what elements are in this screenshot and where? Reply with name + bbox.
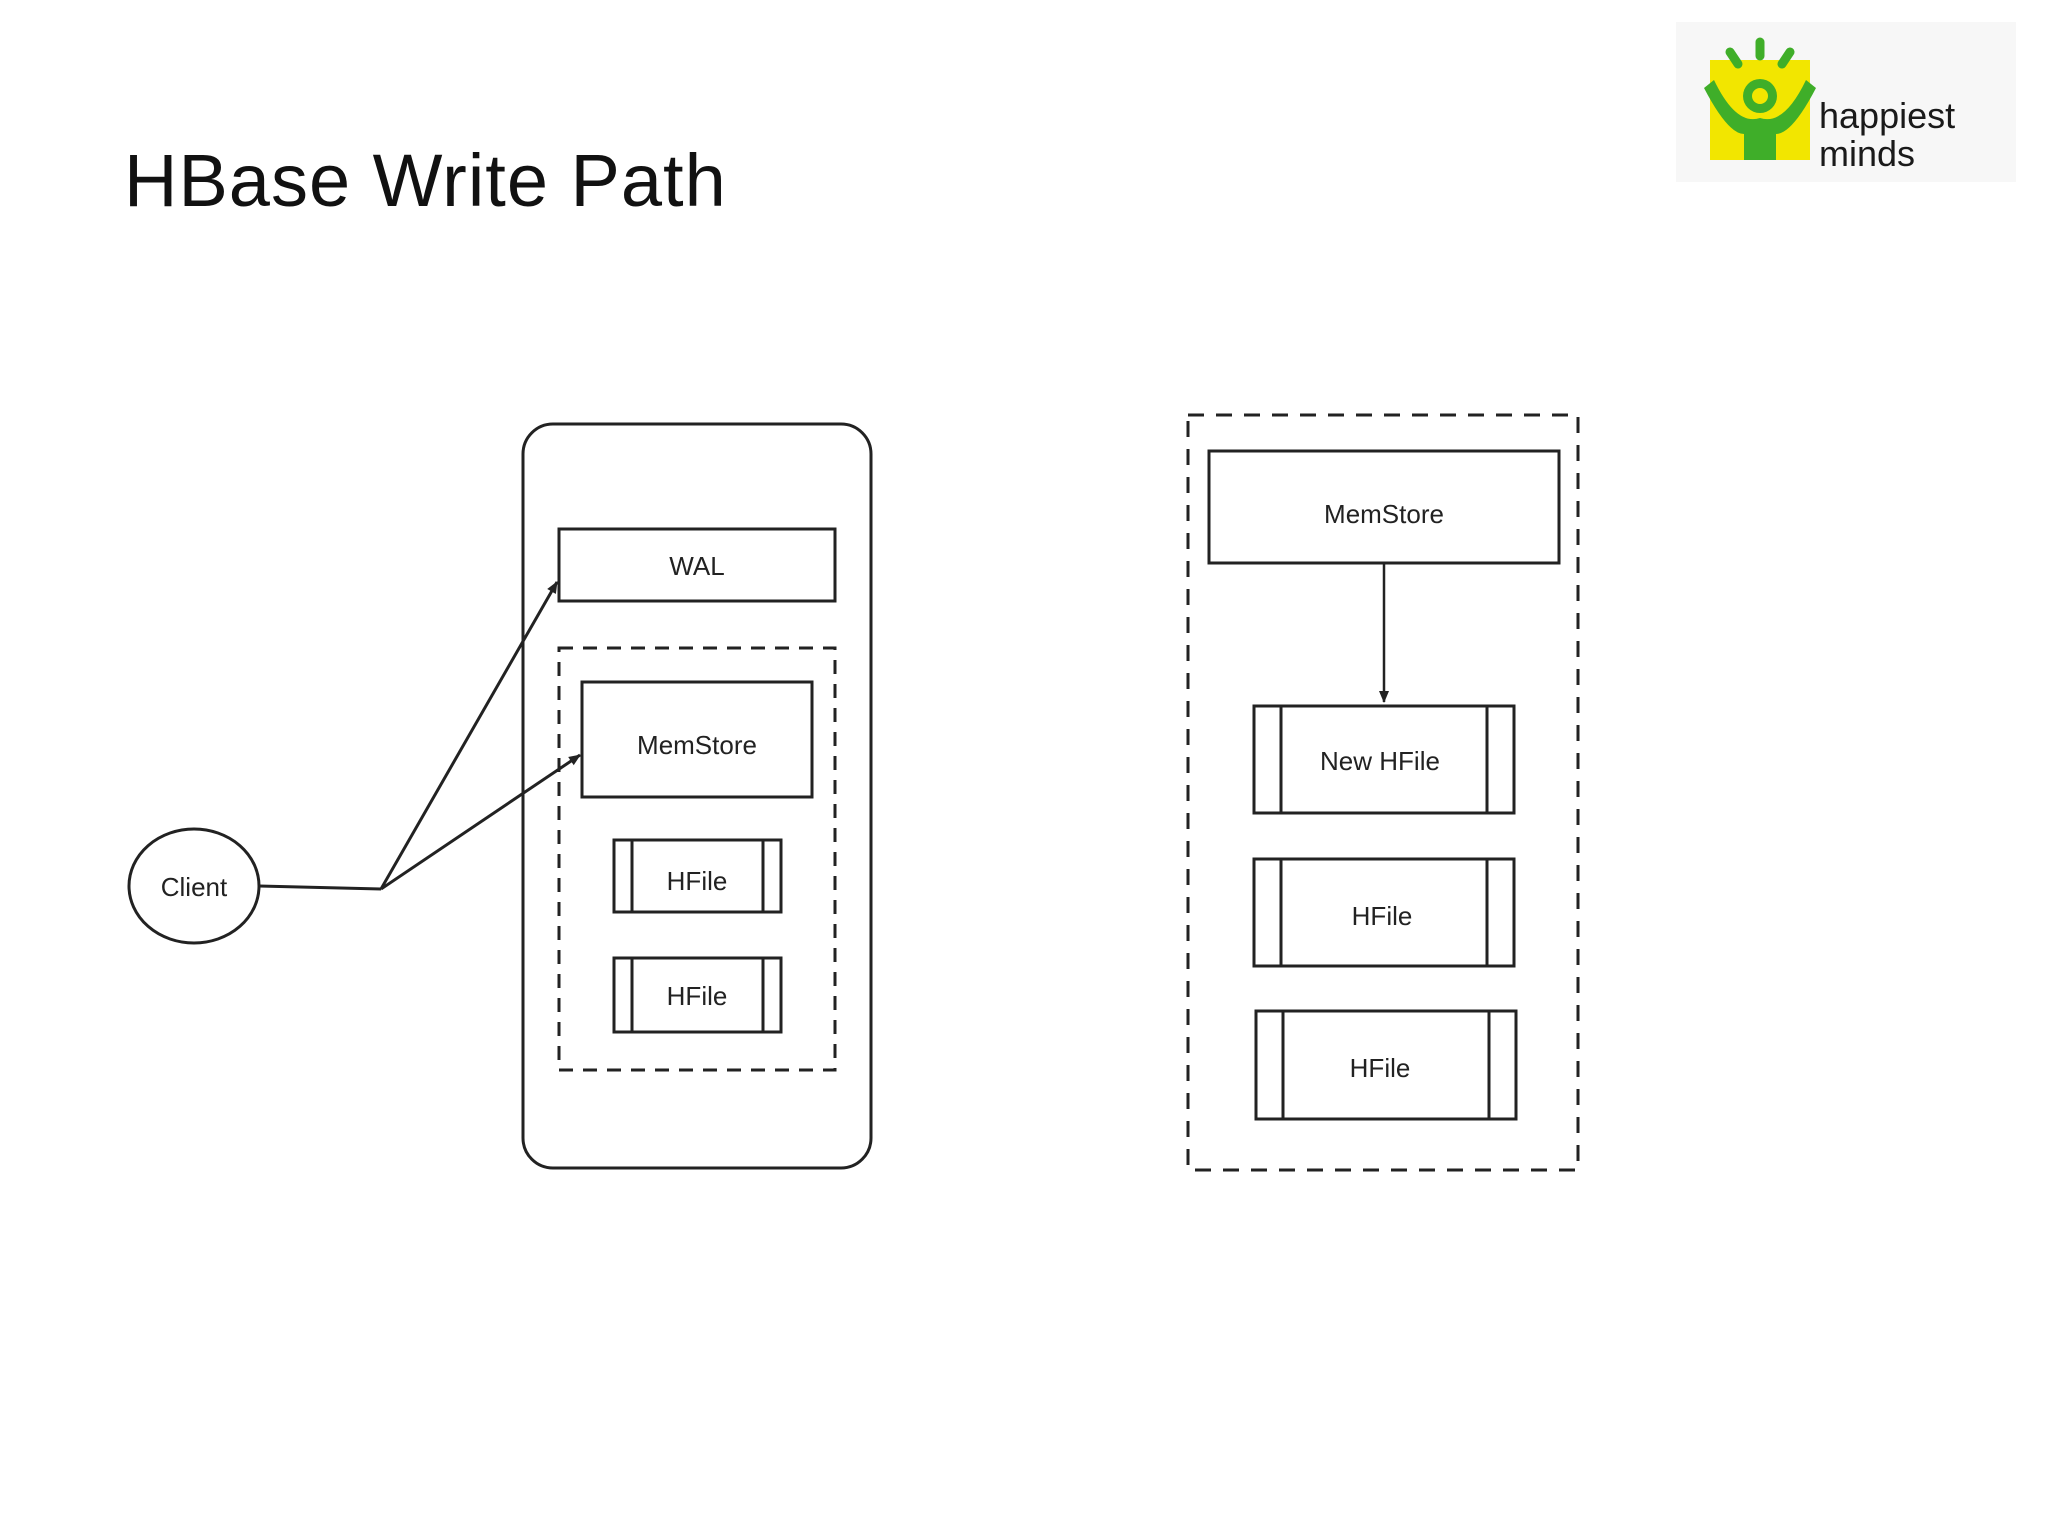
region-server-box — [521, 422, 873, 1170]
hfile-box: HFile — [612, 838, 783, 914]
flush-memstore-label: MemStore — [1324, 499, 1444, 529]
wal-box: WAL — [557, 527, 837, 603]
arrow-to-memstore — [380, 753, 581, 891]
flush-hfile-box: HFile — [1252, 857, 1516, 968]
flush-memstore-box: MemStore — [1207, 449, 1561, 565]
page-title: HBase Write Path — [124, 139, 727, 222]
arrow-to-wal — [379, 581, 559, 890]
client-label: Client — [161, 872, 228, 902]
client-connector-line — [258, 884, 382, 891]
memstore-label: MemStore — [637, 730, 757, 760]
flush-dashed-box — [1186, 413, 1580, 1172]
hfile-label: HFile — [667, 866, 728, 896]
hfile-box: HFile — [612, 956, 783, 1034]
flush-hfile-box: HFile — [1254, 1009, 1518, 1121]
memstore-box: MemStore — [580, 680, 814, 799]
logo-text-line1: happiest — [1819, 95, 1955, 136]
wal-label: WAL — [669, 551, 724, 581]
new-hfile-label: New HFile — [1320, 746, 1440, 776]
hfile-label: HFile — [667, 981, 728, 1011]
client-node: Client — [127, 827, 261, 945]
flush-hfile-label: HFile — [1350, 1053, 1411, 1083]
happiest-minds-logo: happiest minds — [1676, 22, 2016, 182]
store-dashed-box — [557, 646, 837, 1072]
flush-hfile-label: HFile — [1352, 901, 1413, 931]
new-hfile-box: New HFile — [1252, 704, 1516, 815]
logo-text-line2: minds — [1819, 133, 1915, 174]
